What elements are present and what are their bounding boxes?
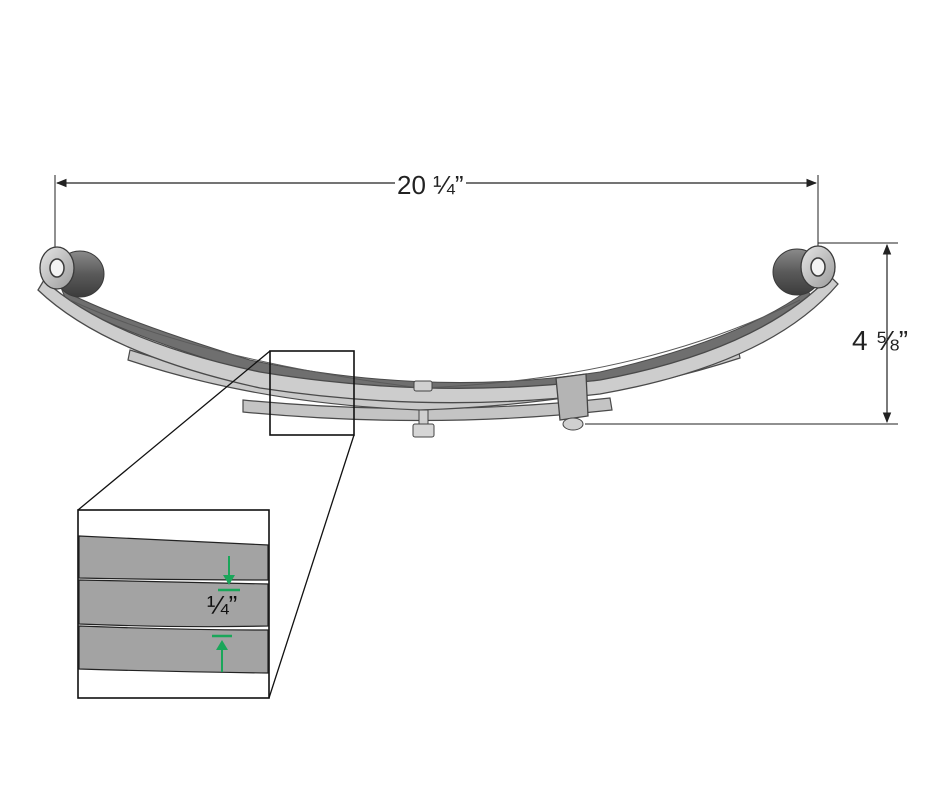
overall-length-label: 20 ¼” (395, 170, 466, 201)
center-bolt-nut (412, 423, 435, 438)
detail-callout (77, 350, 355, 699)
right-eye (772, 245, 836, 296)
right-eye-hole (810, 257, 826, 277)
main-leaf (37, 275, 839, 404)
detail-leader-bottom (268, 434, 355, 699)
detail-leaf-top (78, 535, 269, 581)
main-leaf-shadow (61, 288, 813, 396)
height-label: 4 ⅝” (852, 325, 909, 356)
rebound-clip (555, 373, 589, 431)
center-bolt (412, 380, 435, 438)
thickness-arrows (212, 556, 240, 672)
detail-leaf-bottom (78, 625, 269, 674)
left-eye-hole (49, 258, 65, 278)
left-eye (39, 246, 105, 298)
detail-leaf-middle (78, 579, 269, 628)
rebound-clip-rivet (562, 417, 584, 431)
thickness-arrow-top-head (223, 575, 235, 585)
detail-source-box (269, 350, 355, 436)
leaf-thickness-label: ¼” (207, 590, 238, 620)
rebound-clip-band (555, 373, 589, 421)
leaf-spring (37, 245, 839, 438)
thickness-arrow-bottom-head (216, 640, 228, 650)
detail-leader-top (77, 350, 271, 511)
detail-view (77, 509, 270, 699)
center-bolt-head (413, 380, 433, 392)
height-dimension (585, 242, 898, 425)
